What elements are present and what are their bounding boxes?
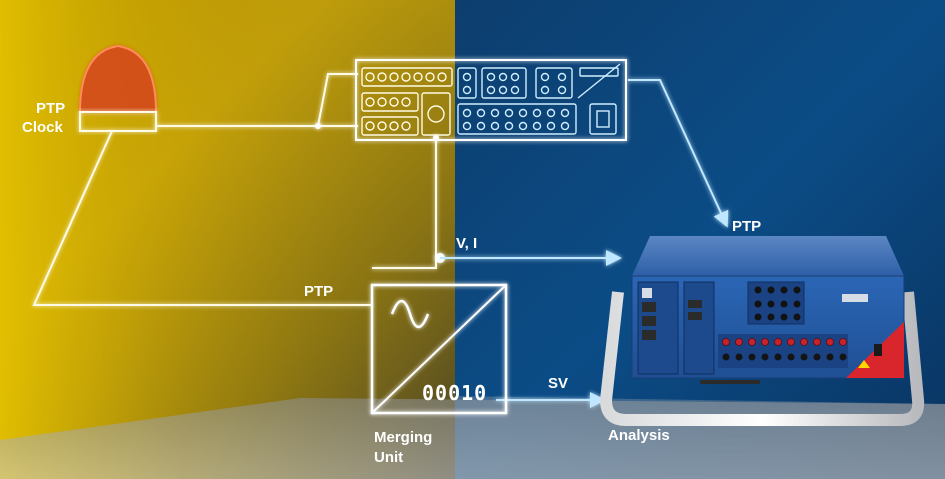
ptp-clock-label-line1: PTP [36, 100, 65, 117]
merging-unit-label-line2: Unit [374, 449, 403, 466]
connection-lines-right [440, 79, 729, 408]
analysis-label: Analysis [608, 427, 670, 444]
analysis-device-icon [599, 236, 925, 426]
vi-label: V, I [456, 235, 477, 252]
ptp-clock-icon [78, 44, 158, 132]
ptp-merging-label: PTP [304, 283, 333, 300]
ptp-clock-label-line2: Clock [22, 119, 64, 136]
merging-unit-label-line1: Merging [374, 429, 432, 446]
ptp-analysis-label: PTP [732, 218, 761, 235]
connection-lines-left [32, 73, 437, 306]
sv-label: SV [548, 375, 568, 392]
merging-unit-counter: 00010 [422, 381, 487, 405]
protection-relay-icon [355, 59, 627, 141]
sine-wave-icon [390, 299, 430, 329]
merging-unit-icon: 00010 [370, 283, 508, 415]
